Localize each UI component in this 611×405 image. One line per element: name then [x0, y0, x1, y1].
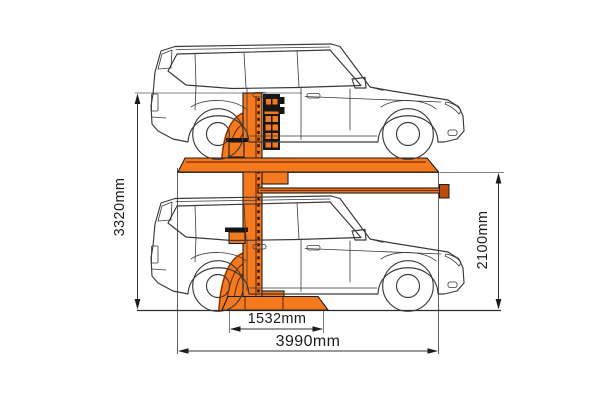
upper-platform	[177, 157, 440, 173]
control-box-window	[265, 124, 271, 131]
dim-arrow-icon	[134, 93, 141, 104]
arm-end-stop	[439, 184, 450, 199]
dim-arrow-icon	[495, 299, 502, 310]
dim-arrow-icon	[134, 299, 141, 310]
base-plate	[221, 295, 330, 311]
dimension-annotations: 3320mm 2100mm 1532mm 3990mm	[112, 92, 504, 354]
control-box-window	[272, 124, 278, 131]
base-width-label: 1532mm	[248, 311, 307, 327]
control-box-window	[265, 141, 271, 148]
total-height-label: 3320mm	[112, 178, 128, 237]
vehicle-lower	[150, 195, 465, 312]
dim-arrow-icon	[312, 326, 323, 332]
control-box-window	[272, 99, 278, 105]
vehicle-upper	[150, 43, 465, 160]
control-box-window	[272, 116, 278, 122]
lift-structure	[177, 92, 450, 311]
dim-arrow-icon	[495, 172, 502, 184]
control-box-window	[266, 99, 271, 105]
clearance-height-label: 2100mm	[475, 211, 491, 270]
dim-arrow-icon	[230, 326, 241, 332]
control-box-window	[265, 116, 271, 122]
dim-arrow-icon	[427, 348, 438, 354]
lower-safety-latch	[225, 227, 248, 245]
total-length-label: 3990mm	[276, 333, 341, 350]
vehicles	[150, 43, 465, 312]
dim-arrow-icon	[178, 348, 189, 354]
control-box-window	[272, 141, 278, 148]
